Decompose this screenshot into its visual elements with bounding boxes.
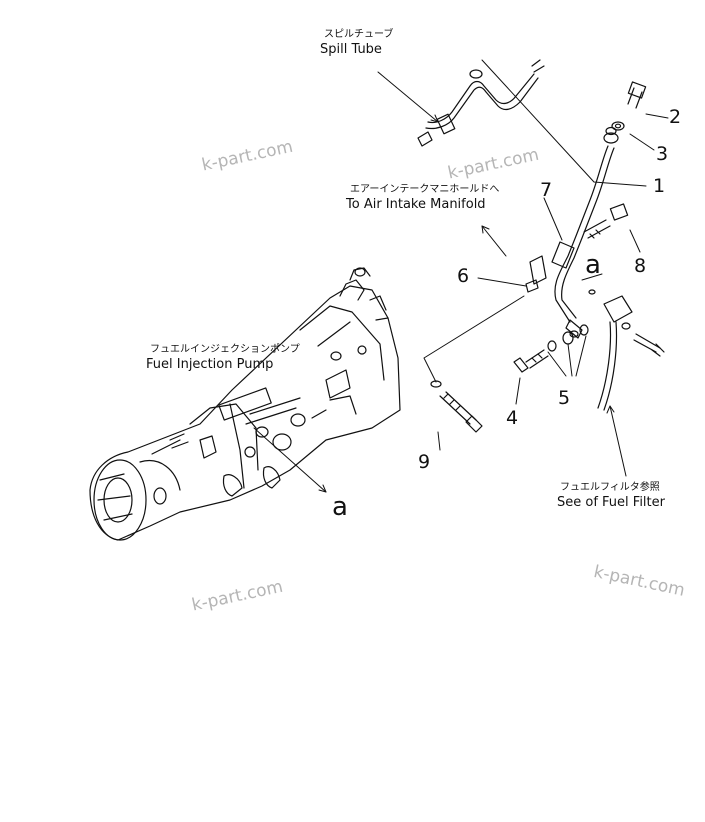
leader-part-6: [477, 277, 527, 287]
callout-3: 3: [656, 143, 669, 165]
leader-lines: [253, 59, 669, 493]
pump-label: Fuel Injection Pump: [146, 357, 274, 372]
callout-5: 5: [558, 387, 571, 409]
bracket-drawing: [525, 241, 575, 293]
spill-tube-label: Spill Tube: [320, 42, 382, 57]
filter-label-jp: フュエルフィルタ参照: [560, 482, 660, 493]
view-marker-a-tube: a: [585, 250, 601, 280]
leader-view-a-tube: [581, 273, 603, 281]
fuel-tube-drawing: [554, 126, 619, 339]
leader-air-intake: [481, 225, 507, 257]
leader-part-5: [547, 335, 587, 377]
callout-1: 1: [653, 175, 666, 197]
leader-part-9: [437, 431, 441, 451]
filter-tube-drawing: [588, 289, 665, 411]
filter-label: See of Fuel Filter: [557, 495, 665, 510]
callout-8: 8: [634, 255, 647, 277]
callout-2: 2: [669, 106, 682, 128]
fuel-injection-pump-drawing: [89, 267, 401, 541]
callout-6: 6: [457, 265, 470, 287]
leader-spill-tube: [377, 71, 439, 123]
leader-filter: [609, 405, 627, 477]
callout-4: 4: [506, 407, 519, 429]
bolt-8-drawing: [583, 203, 629, 239]
leader-part-1: [481, 59, 647, 187]
pump-label-jp: フュエルインジェクションポンプ: [150, 344, 300, 355]
bolt-9-drawing: [430, 380, 483, 433]
bolt-4-drawing: [513, 349, 549, 373]
air-intake-label-jp: エアーインテークマニホールドへ: [350, 184, 500, 195]
leader-part-2: [645, 113, 669, 119]
leader-part-7: [543, 197, 563, 241]
callout-7: 7: [540, 179, 553, 201]
spill-tube-drawing: [417, 59, 545, 147]
air-intake-label: To Air Intake Manifold: [346, 197, 486, 212]
bolt-2-drawing: [611, 81, 647, 131]
view-marker-a-pump: a: [332, 492, 348, 522]
callout-9: 9: [418, 451, 431, 473]
spill-tube-label-jp: スピルチューブ: [324, 29, 394, 40]
leader-part-3: [629, 133, 655, 151]
leader-part-8: [629, 229, 641, 253]
leader-long-line: [423, 295, 525, 383]
leader-part-4: [515, 377, 521, 405]
leader-view-a-pump: [253, 427, 327, 493]
